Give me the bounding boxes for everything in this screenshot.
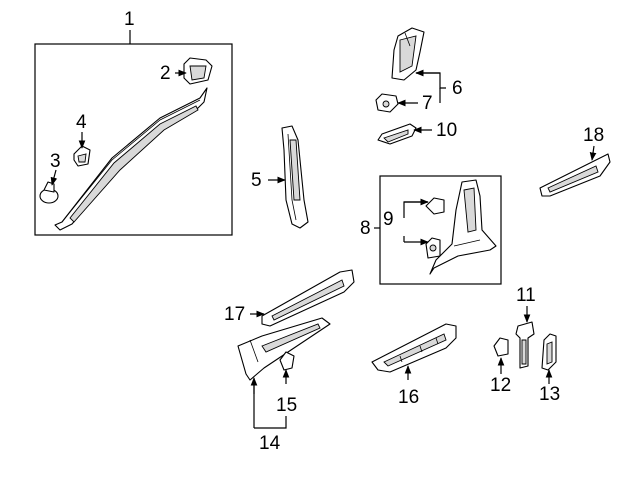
retainer-4: [73, 145, 91, 167]
callout-6: 6: [452, 78, 463, 99]
callout-2: 2: [160, 63, 171, 84]
callout-17: 17: [224, 304, 246, 325]
sill-plate-17: [261, 269, 355, 327]
group-1-box: [34, 43, 233, 236]
pillar-trim-5: [281, 125, 309, 229]
group-8-box: [379, 175, 502, 285]
callout-13: 13: [539, 384, 561, 405]
callout-14: 14: [259, 433, 281, 454]
cap-12: [493, 337, 509, 357]
leader-18: [589, 145, 597, 161]
callout-1: 1: [124, 9, 135, 30]
clip-15: [279, 351, 295, 371]
callout-9: 9: [383, 209, 394, 230]
leader-6a: [416, 72, 446, 89]
leader-9a: [403, 201, 428, 218]
upper-pillar-trim-6: [391, 27, 425, 81]
clip-9b: [425, 237, 441, 259]
callout-18: 18: [583, 125, 605, 146]
step-trim-16: [371, 323, 457, 373]
clip-2: [183, 57, 213, 85]
callout-12: 12: [490, 375, 512, 396]
push-pin-3: [39, 181, 59, 204]
seal-strip-11: [515, 321, 535, 369]
leader-3: [50, 169, 58, 186]
cover-13: [541, 333, 557, 371]
callout-4: 4: [76, 112, 87, 133]
grab-handle-10: [377, 123, 417, 145]
a-pillar-trim: [54, 87, 208, 231]
callout-10: 10: [436, 120, 458, 141]
lower-pillar-trim-8: [429, 179, 497, 275]
leader-14b: [254, 416, 287, 429]
callout-5: 5: [251, 170, 262, 191]
callout-8: 8: [360, 218, 371, 239]
bracket-7: [375, 93, 399, 113]
callout-16: 16: [398, 387, 420, 408]
callout-11: 11: [516, 285, 536, 306]
callout-3: 3: [50, 151, 61, 172]
callout-15: 15: [276, 395, 298, 416]
clip-9a: [425, 197, 445, 215]
sill-plate-18: [539, 153, 611, 197]
kick-panel-14: [237, 317, 331, 381]
callout-7: 7: [422, 93, 433, 114]
